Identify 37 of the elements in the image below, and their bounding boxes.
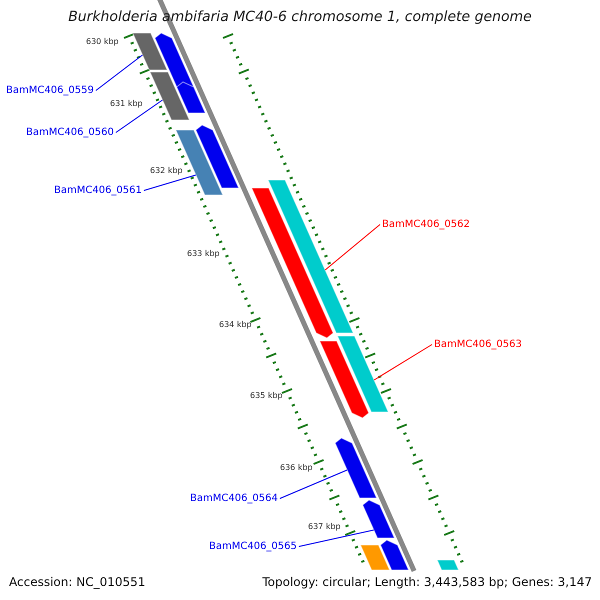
gene-feature — [334, 437, 378, 498]
leader-line — [95, 54, 143, 91]
gene-feature — [132, 32, 168, 70]
gene-feature — [362, 499, 396, 538]
gene-label: BamMC406_0565 — [209, 541, 297, 552]
gene-label: BamMC406_0562 — [382, 219, 470, 230]
leader-line — [279, 470, 348, 499]
gene-feature — [267, 180, 354, 334]
gene-label: BamMC406_0564 — [190, 493, 278, 504]
gene-label: BamMC406_0559 — [6, 85, 94, 96]
scale-label: 630 kbp — [86, 37, 119, 46]
scale-label: 632 kbp — [150, 166, 183, 175]
scale-label: 633 kbp — [187, 249, 220, 258]
gene-label: BamMC406_0563 — [434, 339, 522, 350]
scale-label: 636 kbp — [280, 463, 313, 472]
gene-feature — [149, 72, 190, 120]
scale-label: 634 kbp — [219, 320, 252, 329]
gene-feature — [318, 340, 370, 419]
leader-line — [298, 530, 374, 547]
gene-feature — [176, 81, 206, 114]
scale-label: 635 kbp — [250, 391, 283, 400]
info-text: Topology: circular; Length: 3,443,583 bp; Genes: 3,147 — [262, 575, 592, 589]
leader-line — [143, 174, 196, 191]
gene-feature — [250, 188, 334, 339]
gene-feature — [336, 336, 390, 412]
gene-label: BamMC406_0561 — [54, 185, 142, 196]
leader-line — [115, 100, 163, 133]
info-text: Accession: NC_010551 — [9, 575, 146, 589]
gene-feature — [380, 539, 410, 570]
leader-line — [374, 344, 432, 380]
gene-feature — [195, 124, 240, 188]
scale-label: 631 kbp — [110, 99, 143, 108]
scale-label: 637 kbp — [308, 522, 341, 531]
gene-feature — [360, 544, 390, 570]
gene-feature — [436, 560, 460, 570]
gene-label: BamMC406_0560 — [26, 127, 114, 138]
title: Burkholderia ambifaria MC40-6 chromosome 1, complete genome — [67, 9, 533, 25]
